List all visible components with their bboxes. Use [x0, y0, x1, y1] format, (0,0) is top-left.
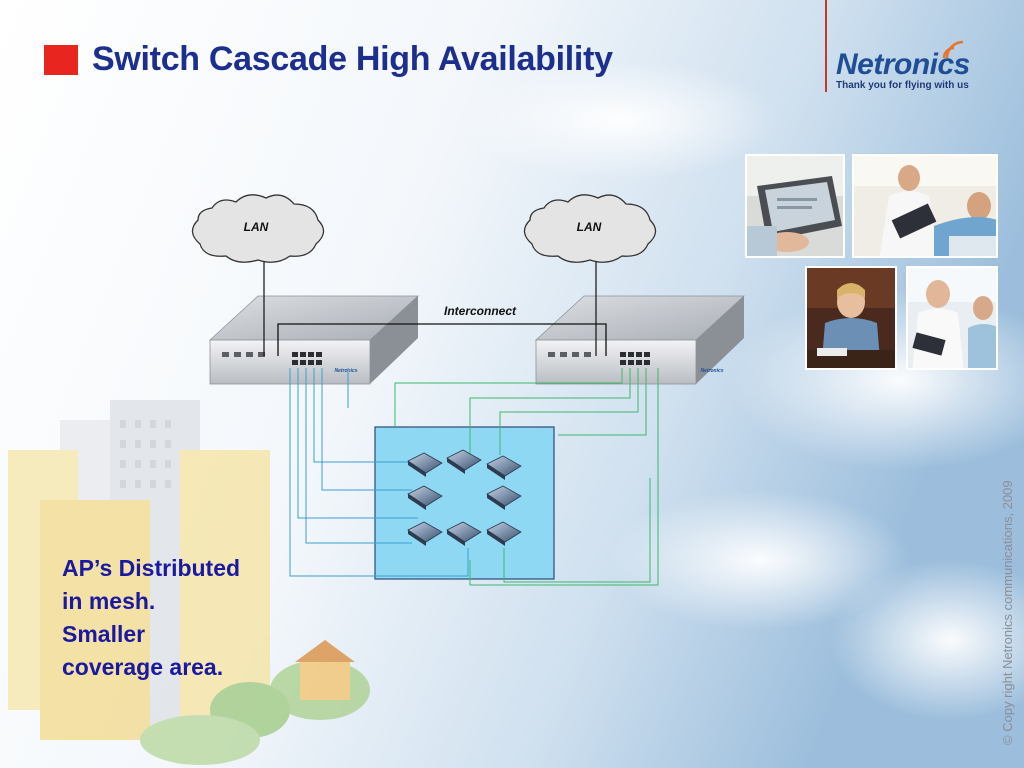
access-point — [407, 485, 443, 510]
access-points — [407, 449, 522, 546]
access-point — [486, 485, 522, 510]
logo-tagline: Thank you for flying with us — [836, 80, 969, 91]
title-block: Switch Cascade High Availability — [44, 40, 613, 79]
lan-label-right: LAN — [577, 220, 602, 234]
slide-title: Switch Cascade High Availability — [92, 40, 613, 78]
netronics-logo: Netronics Thank you for flying with us — [836, 40, 986, 91]
description-line: AP’s Distributed — [62, 555, 241, 581]
title-bullet-square — [44, 44, 78, 75]
switch-left: Netronics — [208, 295, 420, 385]
signal-waves-icon — [942, 40, 964, 59]
lan-cloud-right: LAN — [523, 194, 657, 263]
switch-right-brand: Netronics — [700, 368, 723, 374]
mesh-description: AP’s Distributed in mesh. Smaller covera… — [62, 552, 292, 684]
description-line: coverage area. — [62, 654, 224, 680]
switch-left-brand: Netronics — [334, 368, 357, 374]
copyright-notice: © Copy right Netronics communications, 2… — [1000, 480, 1015, 745]
doctor-patient-photo — [852, 154, 998, 258]
tablet-photo — [745, 154, 845, 258]
nurse-desk-photo — [805, 266, 897, 370]
city-illustration — [8, 400, 370, 765]
mesh-coverage-area — [374, 426, 555, 580]
logo-divider — [825, 0, 827, 92]
access-point — [486, 521, 522, 546]
switch-right: Netronics — [534, 295, 746, 385]
left-switch-links — [289, 368, 469, 577]
doctor-tablet-photo — [906, 266, 998, 370]
access-point — [446, 521, 482, 546]
right-switch-links — [394, 368, 659, 586]
description-line: Smaller — [62, 621, 146, 647]
lan-cloud-left: LAN — [191, 194, 325, 263]
access-point — [446, 449, 482, 474]
lan-label-left: LAN — [244, 220, 269, 234]
access-point — [407, 521, 443, 546]
access-point — [407, 452, 443, 477]
interconnect-label: Interconnect — [444, 304, 517, 318]
access-point — [486, 455, 522, 480]
description-line: in mesh. — [62, 588, 156, 614]
interconnect-link — [277, 323, 607, 356]
